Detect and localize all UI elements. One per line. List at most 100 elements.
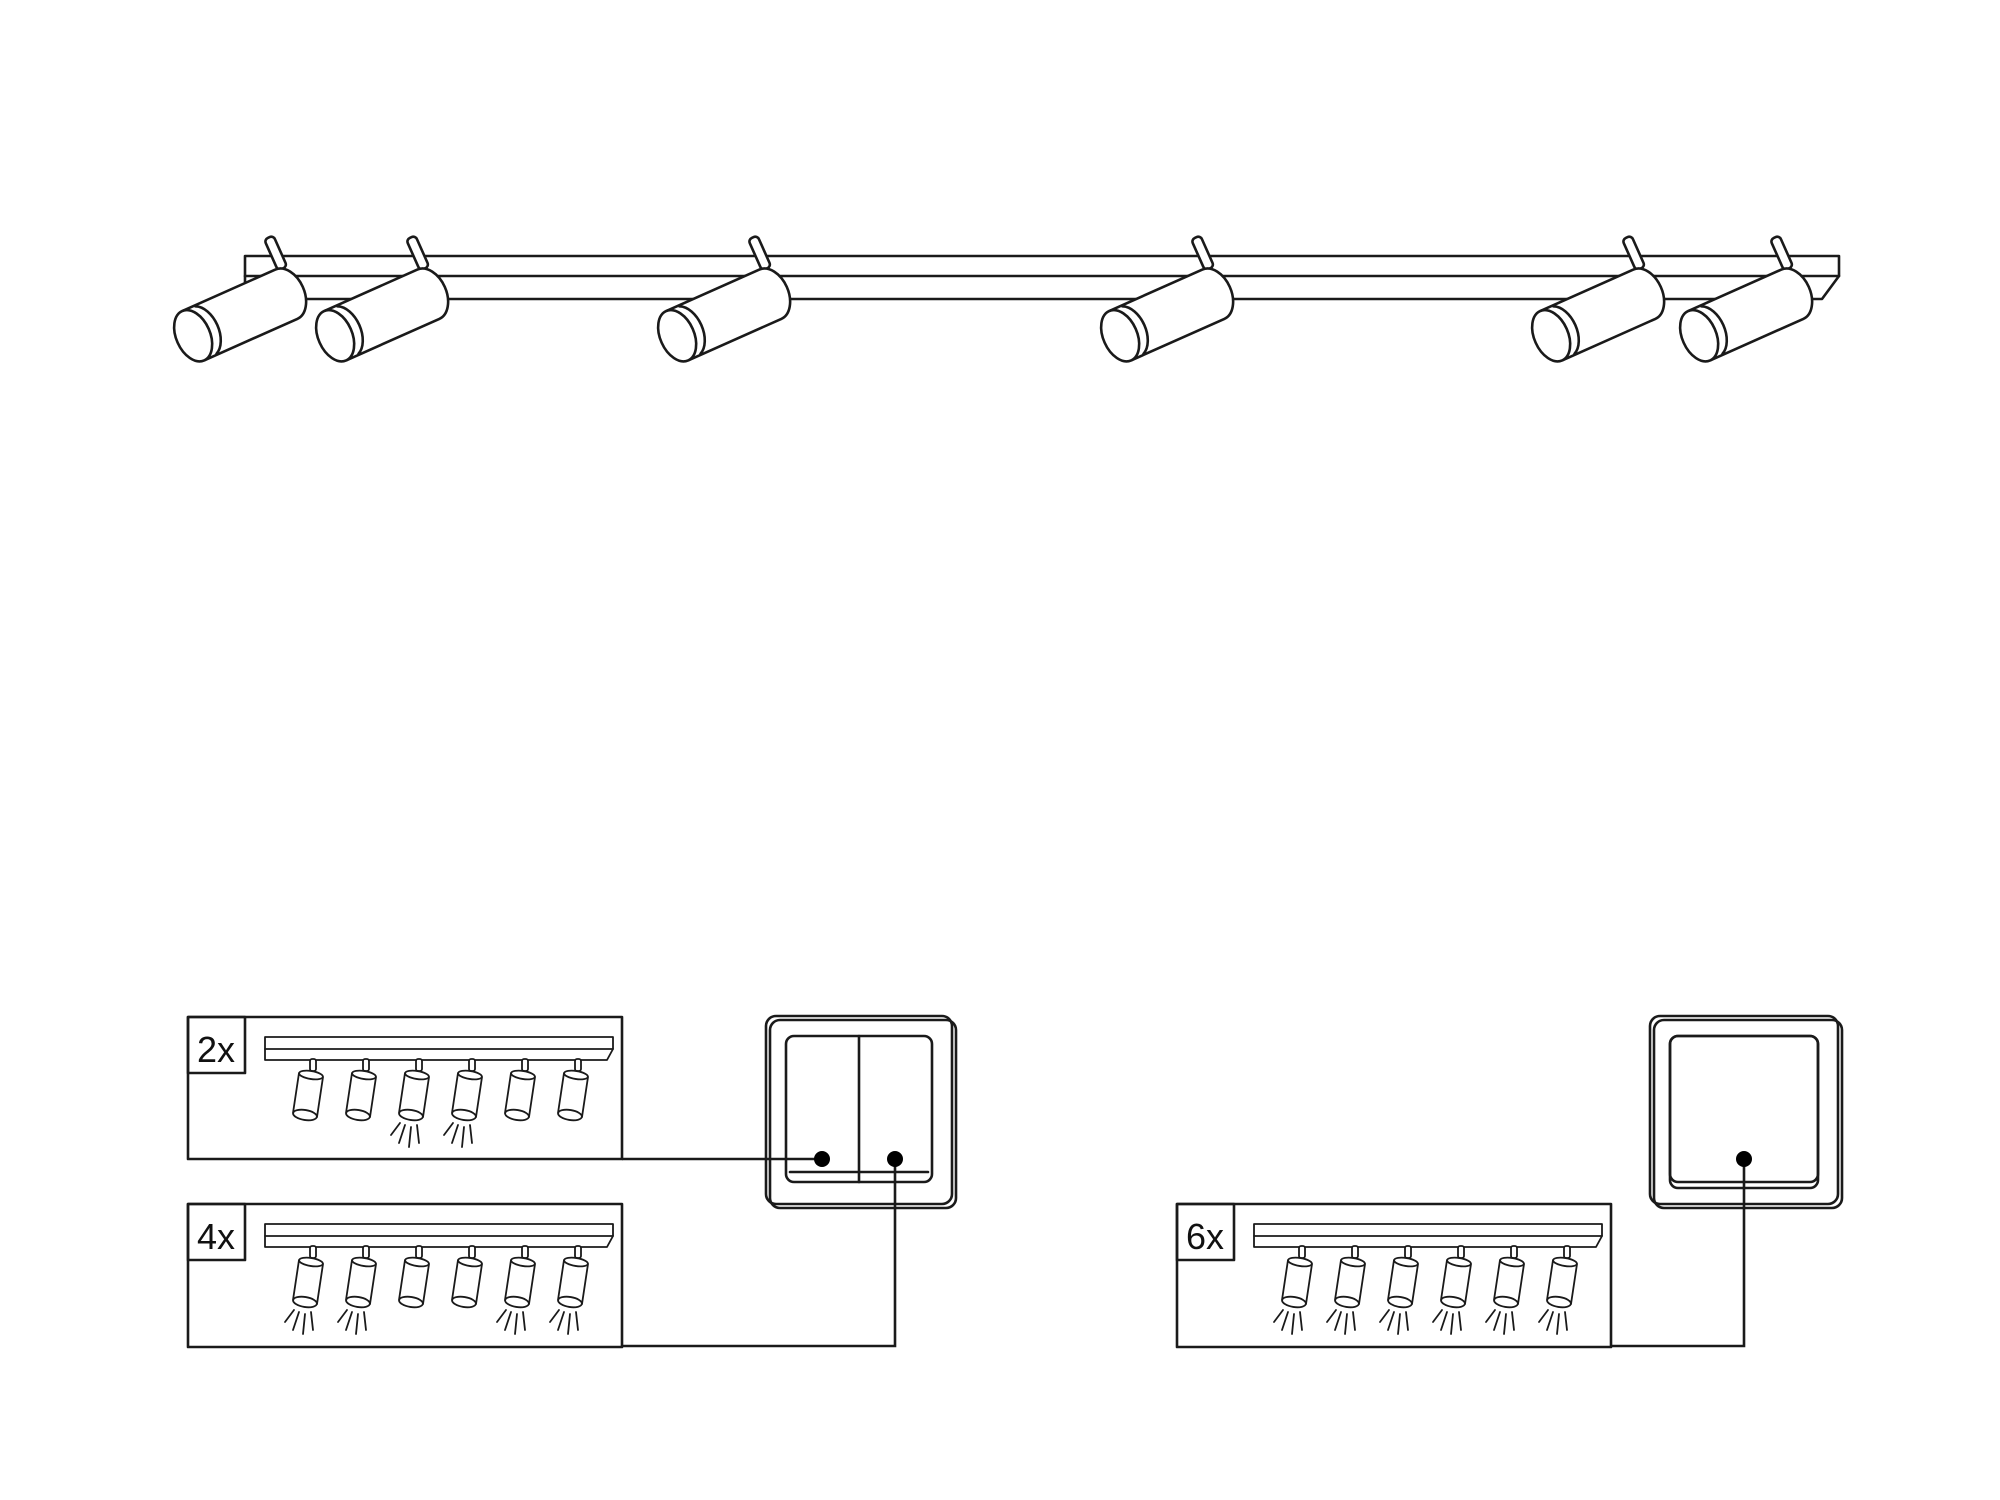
mini-spot-lens [1281,1295,1307,1309]
light-ray [1564,1311,1568,1331]
mini-spot-stem [1563,1245,1571,1259]
spotlight-head-icon [172,235,308,363]
mini-spot-lens [1334,1295,1360,1309]
light-ray [390,1122,401,1136]
mini-spot-stem [574,1058,582,1072]
mini-spot-lens [1546,1295,1572,1309]
light-ray [363,1311,367,1331]
spotlight-lens [172,308,214,363]
light-ray [1556,1313,1560,1335]
light-ray [1546,1311,1554,1331]
mini-spot-stem [415,1245,423,1259]
light-ray [302,1313,306,1335]
mini-spot-lens [398,1295,424,1309]
mini-spot-icon [337,1245,377,1335]
mini-spot-stem [574,1245,582,1259]
mini-spot-stem [468,1245,476,1259]
mini-spot-icon [443,1058,483,1148]
spotlight-body [1108,267,1235,362]
mini-spot-stem [415,1058,423,1072]
spotlight-head-icon [656,235,792,363]
panel-4x: 4x [186,1202,624,1349]
panel-2x-spot-bar-icon [264,1036,614,1148]
light-ray [549,1309,560,1323]
mini-spot-lens [504,1295,530,1309]
mini-spot-icon [284,1245,324,1335]
light-ray [1299,1311,1303,1331]
light-ray [355,1313,359,1335]
spotlight-lens [1678,308,1720,363]
mini-spot-icon [1432,1245,1472,1335]
mini-spot-top [457,1069,483,1081]
spotlight-head-icon [1530,235,1666,363]
mini-spot-top [1287,1256,1313,1268]
mini-spot-icon [1538,1245,1578,1335]
light-ray [1432,1309,1443,1323]
double-switch-frame [764,1014,954,1206]
light-ray [284,1309,295,1323]
spotlight-rim [1552,304,1581,356]
double-switch-icon [764,1014,958,1210]
mini-spot-top [1552,1256,1578,1268]
spotlight-rim [194,304,223,356]
spotlight-head-icon [314,235,450,363]
mini-spot-top [404,1069,430,1081]
mini-spot-icon [549,1245,589,1335]
wire-4x-to-switch-right [622,1159,897,1348]
light-ray [504,1311,512,1331]
mini-spot-icon [398,1245,430,1309]
panel-6x-frame [1175,1202,1613,1349]
mini-spot-stem [309,1245,317,1259]
mini-spot-top [351,1069,377,1081]
spotlight-lens [1099,308,1141,363]
spotlight-lens [656,308,698,363]
spotlight-body [1687,267,1814,362]
mini-spot-icon [1485,1245,1525,1335]
mini-spot-stem [521,1245,529,1259]
mini-spot-icon [1379,1245,1419,1335]
wiring [622,1151,1752,1348]
mini-spot-stem [1457,1245,1465,1259]
light-ray [1326,1309,1337,1323]
light-ray [1334,1311,1342,1331]
panel-4x-spot-bar-icon [264,1223,614,1335]
light-ray [1397,1313,1401,1335]
light-ray [1485,1309,1496,1323]
mini-spot-icon [451,1245,483,1309]
mini-spot-lens [1387,1295,1413,1309]
spotlight-lens [314,308,356,363]
mini-spot-icon [292,1058,324,1122]
mini-spot-top [1393,1256,1419,1268]
light-ray [1387,1311,1395,1331]
mini-spot-stem [1298,1245,1306,1259]
mini-spot-top [1499,1256,1525,1268]
mini-spot-icon [557,1058,589,1122]
light-ray [1493,1311,1501,1331]
ceiling-spot-bar-fixture [172,235,1841,363]
light-ray [1291,1313,1295,1335]
spotlight-body [323,267,450,362]
mini-spot-stem [1510,1245,1518,1259]
light-ray [1379,1309,1390,1323]
light-ray [567,1313,571,1335]
mini-spot-icon [504,1058,536,1122]
single-switch-terminal-dot [1736,1151,1752,1167]
single-switch-backplate [1652,1018,1844,1210]
mini-spot-top [298,1069,324,1081]
spotlight-rim [1121,304,1150,356]
mini-spot-top [404,1256,430,1268]
panel-2x-label-box [186,1015,247,1075]
light-ray [1273,1309,1284,1323]
mini-spot-lens [504,1108,530,1122]
mini-spot-top [457,1256,483,1268]
light-ray [1458,1311,1462,1331]
light-ray [451,1124,459,1144]
mini-spot-lens [557,1108,583,1122]
mini-spot-lens [451,1295,477,1309]
light-ray [337,1309,348,1323]
spotlight-lens [1530,308,1572,363]
mini-spot-icon [1326,1245,1366,1335]
light-ray [514,1313,518,1335]
mini-spot-top [563,1256,589,1268]
mini-spot-stem [1404,1245,1412,1259]
